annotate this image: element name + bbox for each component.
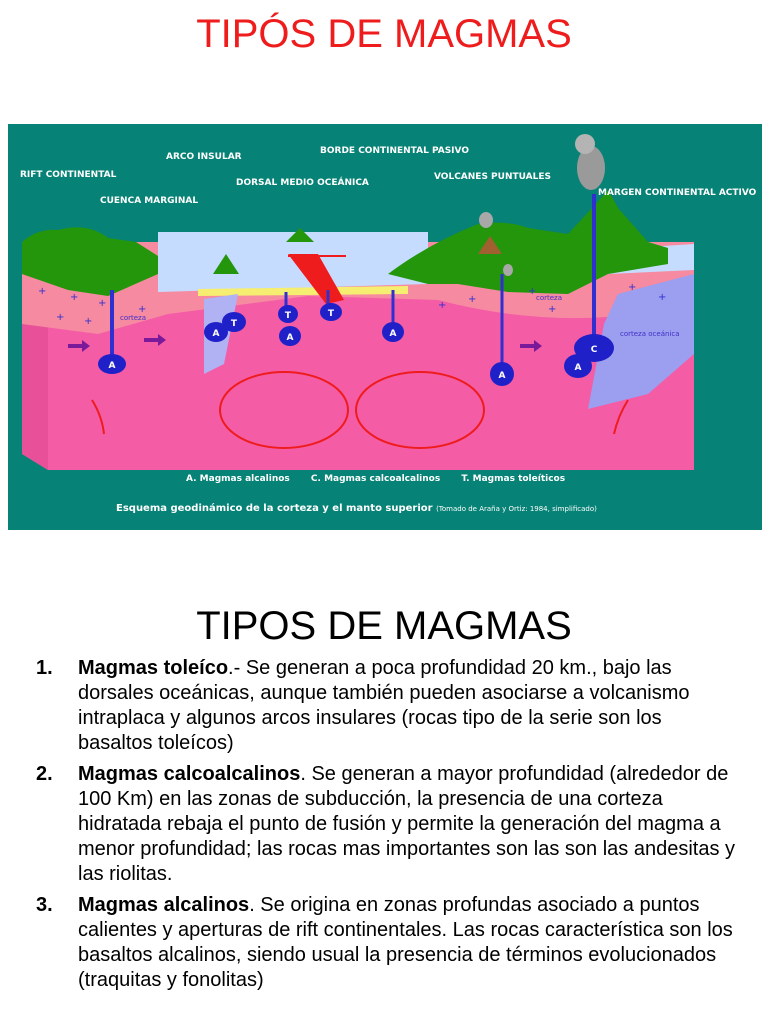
list-item: 2. Magmas calcoalcalinos. Se generan a m…	[36, 762, 736, 887]
svg-text:+: +	[658, 292, 666, 303]
list-item: 1. Magmas toleíco.- Se generan a poca pr…	[36, 656, 736, 756]
legend-calcoalcalinos: C. Magmas calcoalcalinos	[310, 474, 441, 484]
caption-source: (Tomado de Araña y Ortiz: 1984, simplifi…	[436, 505, 597, 513]
magma-types-list: 1. Magmas toleíco.- Se generan a poca pr…	[36, 656, 736, 999]
magma-marker: A	[109, 361, 116, 371]
svg-text:+: +	[438, 300, 446, 311]
caption-text: Esquema geodinámico de la corteza y el m…	[116, 503, 433, 514]
magma-marker: T	[231, 319, 238, 329]
magma-marker: T	[285, 311, 292, 321]
item-number: 2.	[36, 763, 53, 785]
item-term: Magmas alcalinos	[78, 894, 250, 916]
magma-marker: A	[287, 333, 294, 343]
legend-alcalinos: A. Magmas alcalinos	[186, 474, 290, 484]
slide-title: TIPÓS DE MAGMAS	[196, 12, 572, 56]
item-number: 1.	[36, 657, 53, 679]
list-item: 3. Magmas alcalinos. Se origina en zonas…	[36, 893, 736, 993]
label-dorsal: DORSAL MEDIO OCEÁNICA	[236, 178, 369, 188]
svg-text:+: +	[70, 292, 78, 303]
svg-text:+: +	[468, 294, 476, 305]
svg-text:+: +	[548, 304, 556, 315]
label-rift: RIFT CONTINENTAL	[20, 170, 117, 180]
svg-text:+: +	[84, 316, 92, 327]
legend-toleiticos: T. Magmas toleíticos	[461, 474, 566, 484]
inner-corteza-right: corteza	[536, 294, 563, 302]
label-volcanes: VOLCANES PUNTUALES	[434, 172, 551, 182]
item-text: . Se generan a mayor profundidad (alrede…	[78, 763, 736, 885]
item-number: 3.	[36, 894, 53, 916]
magma-marker: A	[575, 363, 582, 373]
inner-corteza-left: corteza	[120, 314, 147, 322]
label-margen: MARGEN CONTINENTAL ACTIVO	[598, 188, 757, 198]
inner-corteza-oceanica: corteza oceánica	[620, 330, 680, 338]
svg-text:+: +	[56, 312, 64, 323]
figure-caption: Esquema geodinámico de la corteza y el m…	[116, 503, 597, 514]
label-cuenca: CUENCA MARGINAL	[100, 196, 199, 206]
section-heading: TIPOS DE MAGMAS	[196, 604, 572, 648]
svg-text:+: +	[38, 286, 46, 297]
magma-marker: A	[390, 329, 397, 339]
figure-legend: A. Magmas alcalinos C. Magmas calcoalcal…	[186, 474, 583, 484]
label-arco: ARCO INSULAR	[166, 152, 242, 162]
label-borde: BORDE CONTINENTAL PASIVO	[320, 146, 469, 156]
item-text: . Se origina en zonas profundas asociado…	[78, 894, 733, 991]
item-text: .- Se generan a poca profundidad 20 km.,…	[78, 657, 690, 754]
item-term: Magmas calcoalcalinos	[78, 763, 301, 785]
item-term: Magmas toleíco	[78, 657, 229, 679]
magma-marker: A	[499, 371, 506, 381]
magma-marker: C	[591, 345, 598, 355]
svg-text:+: +	[138, 304, 146, 315]
magma-marker: A	[213, 329, 220, 339]
magma-marker: T	[328, 309, 335, 319]
svg-text:+: +	[628, 282, 636, 293]
svg-text:+: +	[98, 298, 106, 309]
svg-text:+: +	[528, 286, 536, 297]
